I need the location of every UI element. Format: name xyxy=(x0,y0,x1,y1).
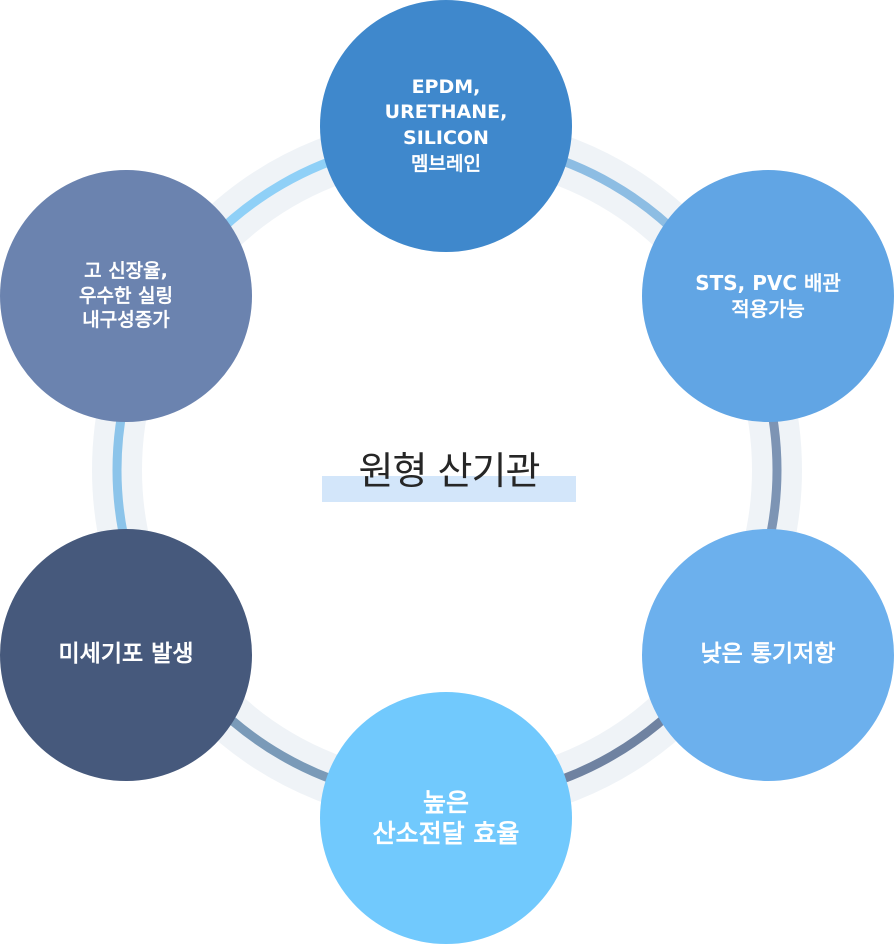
node-pipe-compatibility: STS, PVC 배관 적용가능 xyxy=(642,170,894,422)
node-label: 높은 산소전달 효율 xyxy=(372,787,520,848)
diagram-title: 원형 산기관 xyxy=(322,440,576,502)
node-oxygen-efficiency: 높은 산소전달 효율 xyxy=(320,692,572,944)
node-label: EPDM, URETHANE, SILICON 멤브레인 xyxy=(384,75,508,175)
node-membrane-material: EPDM, URETHANE, SILICON 멤브레인 xyxy=(320,0,572,252)
node-durability: 고 신장율, 우수한 실링 내구성증가 xyxy=(0,170,252,422)
node-label: 미세기포 발생 xyxy=(58,641,194,668)
title-text: 원형 산기관 xyxy=(358,449,541,493)
node-low-resistance: 낮은 통기저항 xyxy=(642,529,894,781)
node-fine-bubbles: 미세기포 발생 xyxy=(0,529,252,781)
node-label: 고 신장율, 우수한 실링 내구성증가 xyxy=(78,259,173,332)
node-label: STS, PVC 배관 적용가능 xyxy=(695,271,841,321)
node-label: 낮은 통기저항 xyxy=(700,641,836,668)
title-highlight xyxy=(322,476,576,502)
